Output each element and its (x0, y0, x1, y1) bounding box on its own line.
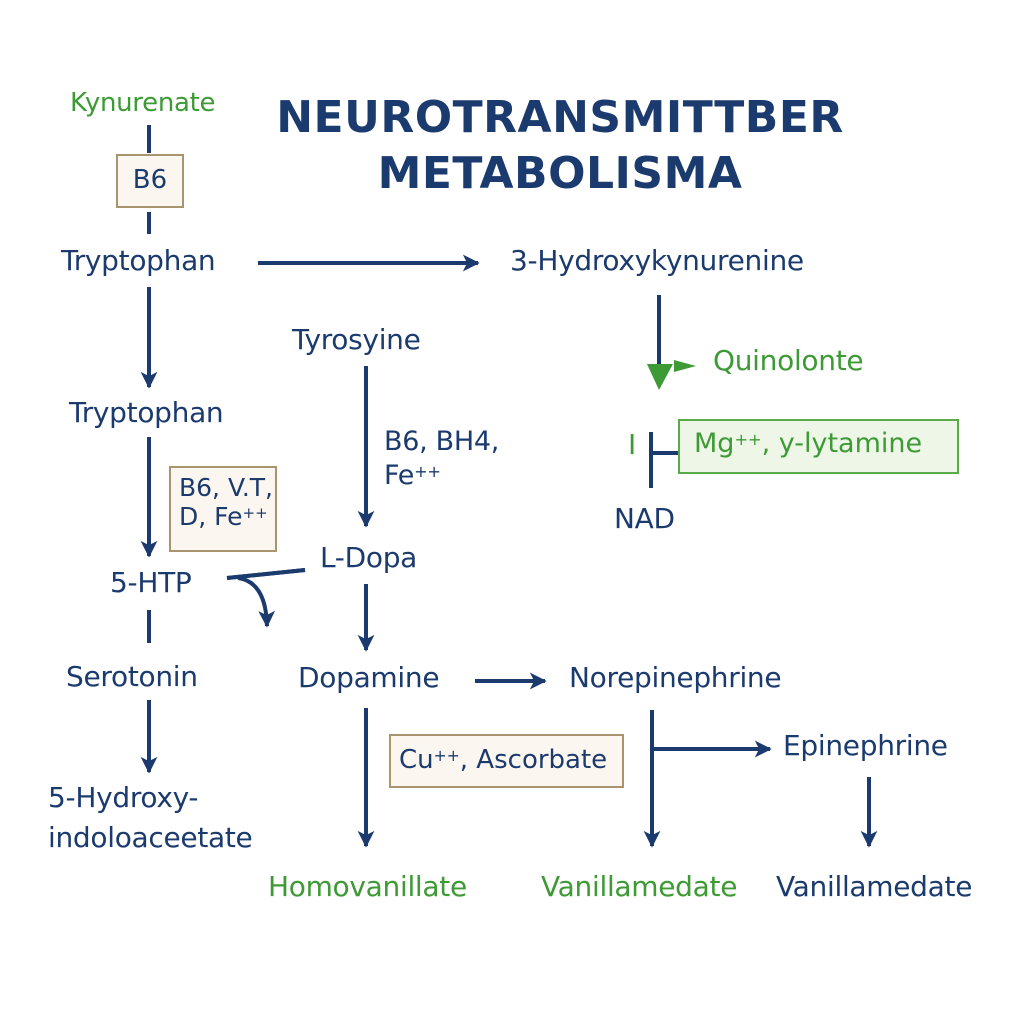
cofactor-cu-box: Cu++, Ascorbate (389, 734, 624, 788)
cofactor-mg-sup: ++ (734, 430, 762, 449)
cofactor-cu-prefix: Cu (399, 745, 434, 775)
node-tryptophan-mid: Tryptophan (69, 396, 224, 429)
cofactor-mg-prefix: Mg (694, 428, 735, 459)
cofactor-b6-label: B6 (132, 165, 168, 195)
cofactor-tyrosine-sup: ++ (414, 462, 441, 481)
node-nad: NAD (614, 502, 675, 535)
cofactor-tyrosine-line1: B6, BH4, (384, 426, 500, 457)
node-quinolonte: Quinolonte (713, 344, 864, 377)
inhibition-mark: I (628, 428, 636, 461)
cofactor-mg-rest: , y-lytamine (761, 428, 923, 459)
node-homovanillate: Homovanillate (268, 870, 467, 903)
arrow-5htp-junction (226, 568, 306, 580)
node-5-hiaa-line1: 5-Hydroxy- (48, 781, 199, 814)
green-arrowhead-right (674, 360, 696, 372)
green-arrowhead-down (647, 364, 673, 390)
node-5-htp: 5-HTP (110, 566, 192, 599)
cofactor-trp-line2: D, Fe++ (179, 501, 268, 532)
cofactor-cu-rest: , Ascorbate (459, 745, 608, 775)
node-tryptophan-top: Tryptophan (61, 244, 216, 277)
node-tyrosine: Tyrosyine (292, 323, 421, 356)
node-vanillamedate-blue: Vanillamedate (776, 870, 973, 903)
diagram-title-line2: METABOLISMA (377, 148, 743, 199)
cofactor-tryptophan-hydroxylase: B6, V.T, D, Fe++ (169, 466, 277, 552)
cofactor-tyrosine-line2: Fe++ (384, 462, 441, 489)
node-vanillamedate-green: Vanillamedate (541, 870, 738, 903)
node-dopamine: Dopamine (298, 661, 440, 694)
cofactor-mg-box: Mg++, y-lytamine (678, 419, 959, 474)
node-3-hydroxykynurenine: 3-Hydroxykynurenine (510, 244, 804, 277)
node-l-dopa: L-Dopa (320, 541, 418, 574)
node-epinephrine: Epinephrine (783, 729, 948, 762)
node-kynurenate: Kynurenate (70, 88, 216, 118)
cofactor-trp-line1: B6, V.T, (179, 473, 273, 502)
cofactor-b6: B6 (116, 154, 184, 208)
cofactor-cu-sup: ++ (433, 747, 460, 765)
node-serotonin: Serotonin (66, 660, 198, 693)
cofactor-trp-line2-text: D, Fe (179, 501, 243, 531)
cofactor-tyrosine-line2-text: Fe (384, 460, 415, 491)
cofactor-trp-sup: ++ (242, 503, 268, 522)
node-5-hiaa-line2: indoloaceetate (48, 821, 253, 854)
diagram-title-line1: NEUROTRANSMITTBER (276, 92, 844, 143)
node-norepinephrine: Norepinephrine (569, 661, 782, 694)
